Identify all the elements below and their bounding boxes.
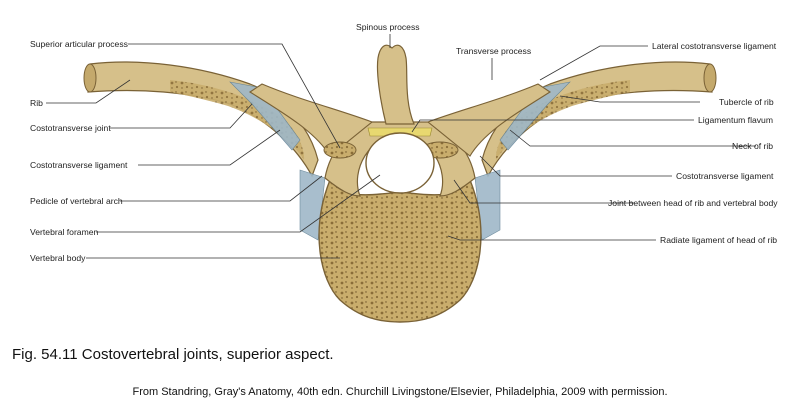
label-tubercle-of-rib: Tubercle of rib xyxy=(719,97,774,107)
ligamentum-flavum-shape xyxy=(367,127,433,137)
costovertebral-diagram: Spinous process Superior articular proce… xyxy=(30,22,778,323)
label-spinous-process: Spinous process xyxy=(356,22,420,32)
figure-credit: From Standring, Gray's Anatomy, 40th edn… xyxy=(132,386,668,398)
left-transverse-process-shape xyxy=(248,83,374,157)
label-lateral-costotransverse-ligament: Lateral costotransverse ligament xyxy=(652,41,777,51)
vertebral-arch-shape xyxy=(324,121,476,197)
label-ligamentum-flavum: Ligamentum flavum xyxy=(698,115,773,125)
label-joint-head-rib-vertebral-body: Joint between head of rib and vertebral … xyxy=(608,198,778,208)
label-transverse-process: Transverse process xyxy=(456,46,531,56)
leader-lines xyxy=(46,34,756,259)
label-vertebral-foramen: Vertebral foramen xyxy=(30,227,99,237)
label-superior-articular-process: Superior articular process xyxy=(30,39,128,49)
vertebral-foramen-shape xyxy=(365,132,435,194)
label-pedicle-of-vertebral-arch: Pedicle of vertebral arch xyxy=(30,196,123,206)
label-costotransverse-ligament-right: Costotransverse ligament xyxy=(676,171,774,181)
label-costotransverse-ligament-left: Costotransverse ligament xyxy=(30,160,128,170)
left-articular-facet xyxy=(323,141,357,159)
label-rib: Rib xyxy=(30,98,43,108)
figure-caption: Fig. 54.11 Costovertebral joints, superi… xyxy=(12,346,334,363)
label-neck-of-rib: Neck of rib xyxy=(732,141,773,151)
label-vertebral-body: Vertebral body xyxy=(30,253,86,263)
spinous-process-shape xyxy=(376,44,415,125)
label-radiate-ligament: Radiate ligament of head of rib xyxy=(660,235,777,245)
label-costotransverse-joint: Costotransverse joint xyxy=(30,123,111,133)
